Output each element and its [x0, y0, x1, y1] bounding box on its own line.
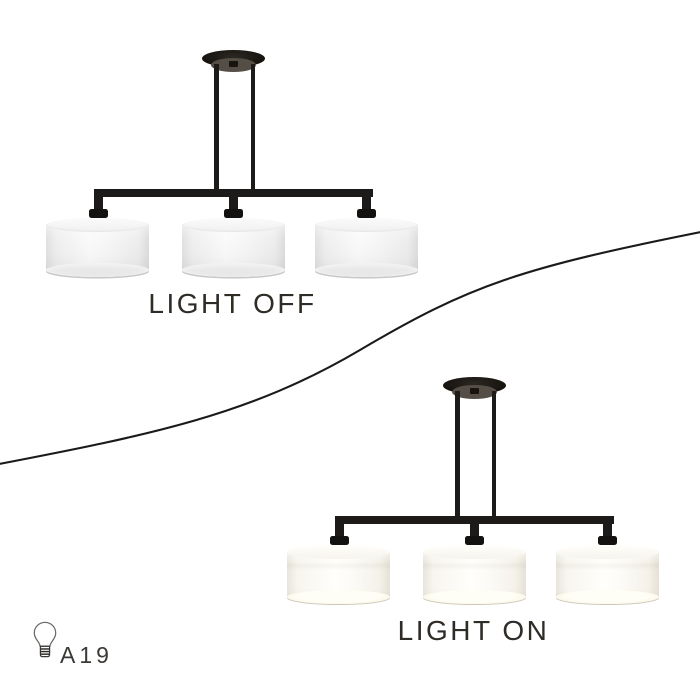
shade-fitter	[465, 536, 484, 545]
shade-stem	[602, 523, 612, 538]
shade-top	[46, 218, 149, 232]
shade-body	[423, 552, 526, 597]
light-bulb-icon	[33, 621, 57, 658]
shade-bottom	[315, 263, 418, 277]
drum-shade-lit	[556, 545, 659, 604]
light-off-label: LIGHT OFF	[148, 288, 317, 319]
downrod	[214, 64, 219, 191]
bulb-spec-badge: A19	[32, 618, 182, 678]
shade-top	[287, 545, 390, 559]
shade-fitter	[224, 209, 243, 218]
shade-top	[556, 545, 659, 559]
shade-diffuser-glow	[423, 590, 526, 604]
shade-top	[315, 218, 418, 232]
shade-diffuser-glow	[556, 590, 659, 604]
shade-fitter	[597, 536, 617, 545]
shade-body	[315, 225, 418, 270]
drum-shade	[182, 218, 285, 277]
shade-bottom	[182, 263, 285, 277]
canopy-mount-detail	[470, 388, 479, 394]
downrod	[250, 64, 255, 191]
shade-fitter	[330, 536, 349, 545]
shade-body	[556, 552, 659, 597]
bulb-type-label: A19	[60, 642, 113, 668]
light-on-label: LIGHT ON	[397, 615, 550, 646]
drum-shade	[46, 218, 149, 277]
pendant-fixture-light-on: LIGHT ON	[287, 377, 660, 657]
shade-body	[182, 225, 285, 270]
shade-top	[182, 218, 285, 232]
shade-stem	[229, 196, 238, 211]
shade-stem	[470, 523, 479, 538]
shade-body	[46, 225, 149, 270]
crossbar	[335, 516, 614, 524]
downrod	[455, 391, 460, 518]
shade-fitter	[356, 209, 376, 218]
drum-shade-lit	[423, 545, 526, 604]
drum-shade	[315, 218, 418, 277]
pendant-fixture-light-off: LIGHT OFF	[46, 50, 419, 330]
shade-bottom	[46, 263, 149, 277]
shade-body	[287, 552, 390, 597]
shade-stem	[94, 196, 103, 211]
shade-fitter	[89, 209, 108, 218]
downrod	[491, 391, 496, 518]
drum-shade-lit	[287, 545, 390, 604]
canopy-mount-detail	[229, 61, 238, 67]
shade-stem	[335, 523, 344, 538]
shade-stem	[361, 196, 371, 211]
shade-top	[423, 545, 526, 559]
crossbar	[94, 189, 373, 197]
shade-diffuser-glow	[287, 590, 390, 604]
